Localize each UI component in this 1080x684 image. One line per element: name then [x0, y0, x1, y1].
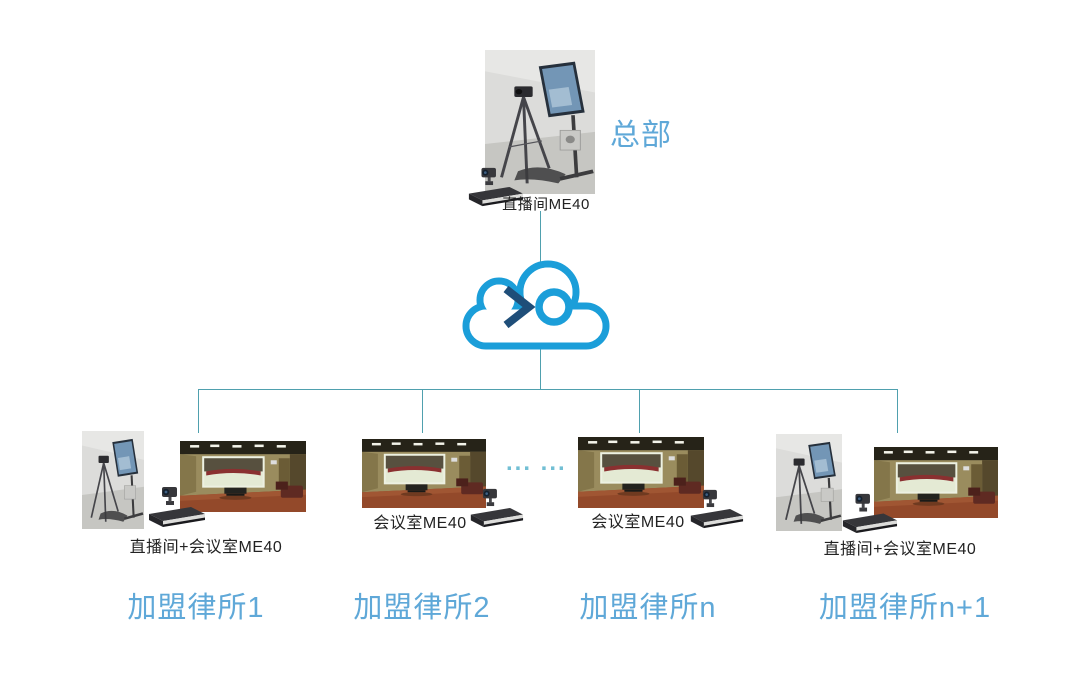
me40-camera-icon — [470, 488, 524, 528]
connector-drop-branch-1 — [198, 389, 199, 433]
connector-drop-branch-4 — [897, 389, 898, 433]
me40-camera-icon — [468, 167, 524, 207]
branch-label: 加盟律所1 — [127, 592, 265, 624]
me40-camera-icon — [842, 493, 898, 534]
me40-camera-icon — [690, 489, 744, 529]
conference-room-photo — [578, 437, 704, 508]
connector-hq-to-cloud — [540, 211, 541, 262]
cloud-network-icon — [462, 260, 610, 350]
conference-room-photo — [362, 439, 486, 508]
me40-camera-icon — [149, 487, 205, 527]
hq-label: 总部 — [610, 119, 672, 152]
connector-drop-branch-3 — [639, 389, 640, 433]
connector-cloud-to-bus — [540, 347, 541, 389]
studio-room-photo — [485, 50, 595, 194]
branch-caption: 直播间+会议室ME40 — [129, 539, 283, 556]
conference-room-photo — [874, 447, 998, 518]
studio-room-photo — [82, 431, 144, 529]
branch-caption: 会议室ME40 — [591, 514, 685, 531]
branch-label: 加盟律所2 — [353, 592, 491, 624]
connector-drop-branch-2 — [422, 389, 423, 433]
branch-label: 加盟律所n — [579, 592, 717, 624]
branch-caption: 直播间+会议室ME40 — [823, 541, 977, 558]
hq-caption: 直播间ME40 — [502, 196, 590, 213]
connector-bus — [198, 389, 898, 390]
branch-label: 加盟律所n+1 — [818, 592, 992, 624]
studio-room-photo — [776, 434, 842, 531]
more-branches-ellipsis: ... ... — [506, 449, 567, 476]
branch-caption: 会议室ME40 — [373, 515, 467, 532]
conference-room-photo — [180, 441, 306, 512]
